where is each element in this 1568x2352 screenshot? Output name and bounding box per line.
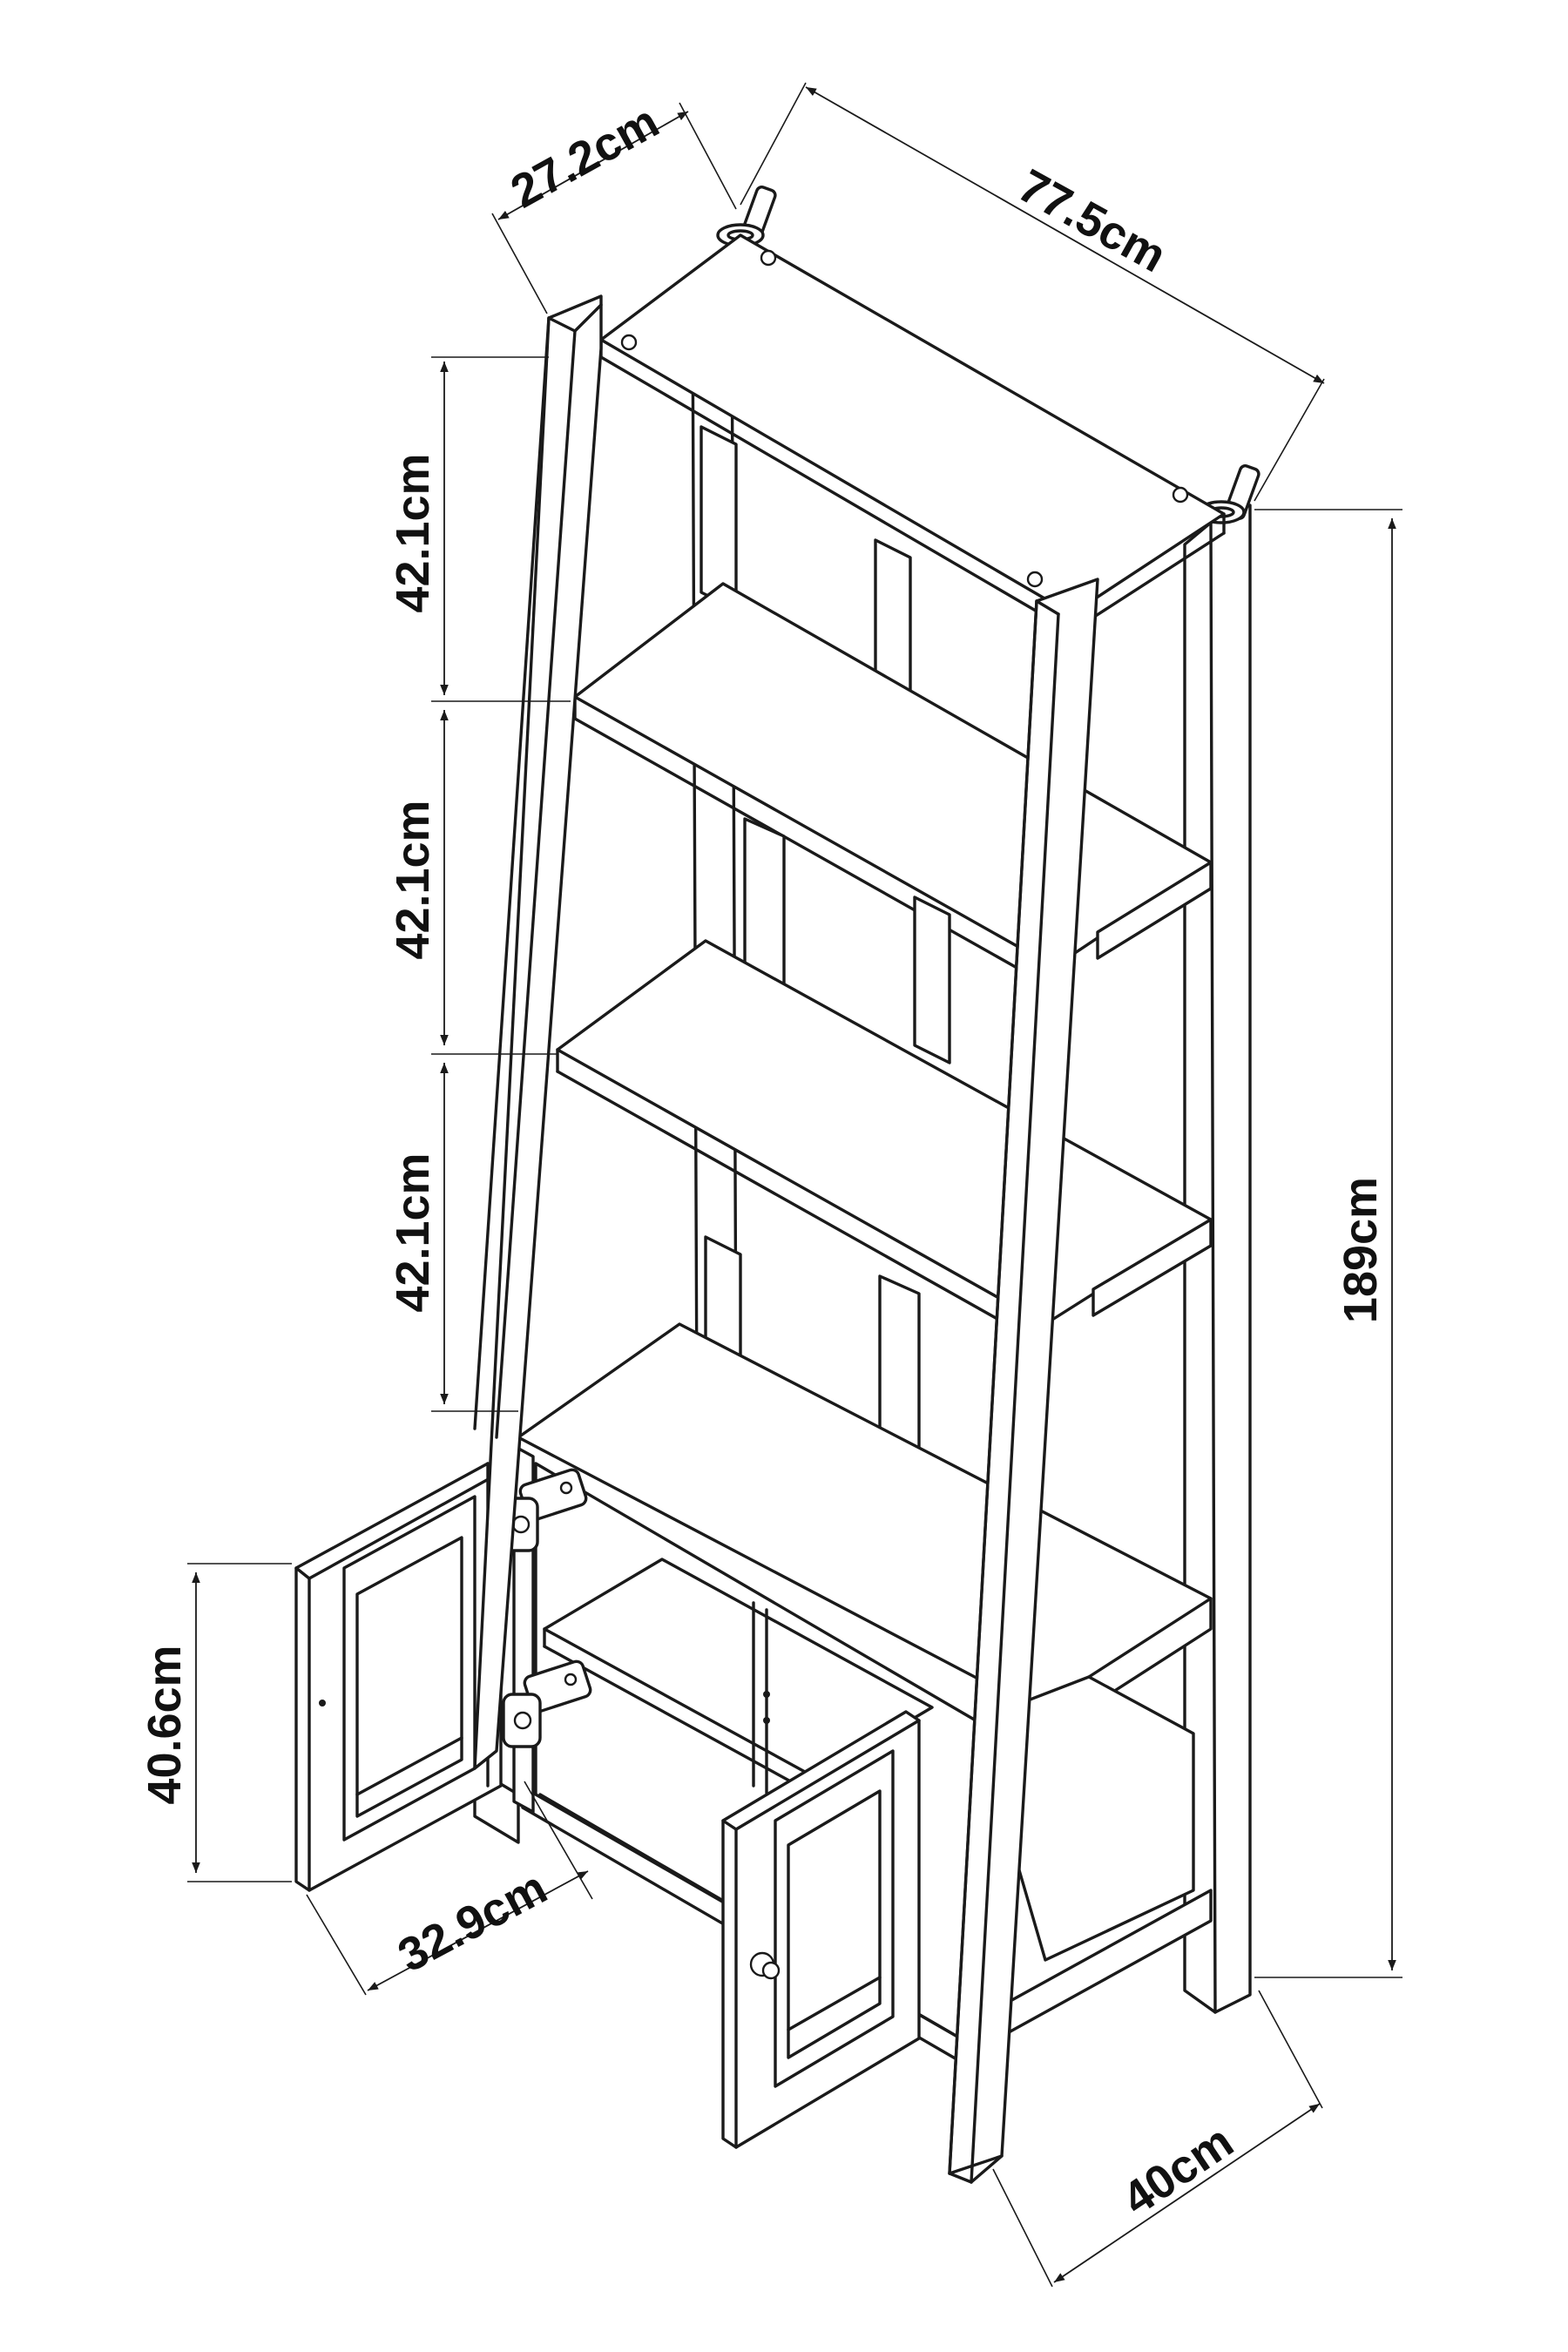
left-door xyxy=(294,1462,503,1892)
label-base-depth: 40cm xyxy=(1113,2115,1242,2226)
label-shelf-gap-2: 42.1cm xyxy=(387,800,439,959)
label-door-height: 40.6cm xyxy=(139,1645,191,1804)
bookcase-drawing xyxy=(294,186,1260,2184)
label-width-top: 77.5cm xyxy=(1010,159,1174,282)
label-shelf-gap-3: 42.1cm xyxy=(387,1152,439,1312)
label-door-width: 32.9cm xyxy=(389,1862,555,1983)
label-depth-top: 27.2cm xyxy=(503,95,667,218)
cabinet-side xyxy=(974,1675,1195,1962)
label-total-height: 189cm xyxy=(1335,1177,1387,1323)
hinge-lower xyxy=(502,1659,592,1748)
front-left-leg xyxy=(473,294,603,1770)
label-shelf-gap-1: 42.1cm xyxy=(387,453,439,612)
wall-bracket-left xyxy=(716,186,777,247)
dimension-lines xyxy=(187,82,1402,2288)
shelf-3 xyxy=(556,939,1213,1326)
right-door xyxy=(721,1710,921,2149)
